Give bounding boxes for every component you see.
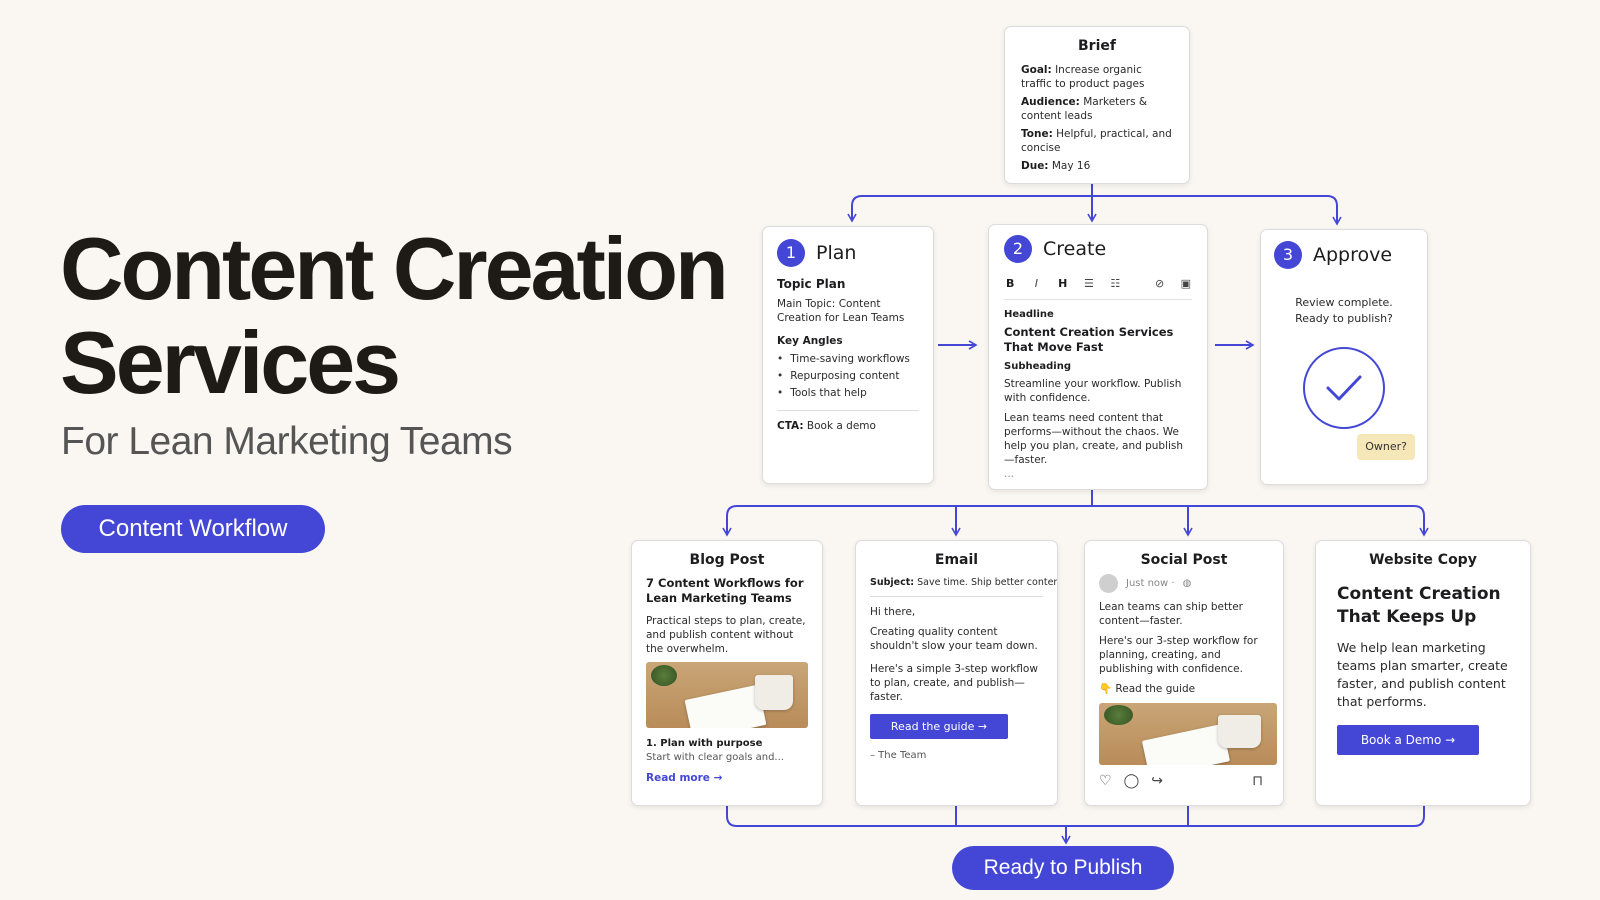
plan-header: 1 Plan (777, 239, 919, 267)
bullet-list-icon[interactable]: ☰ (1084, 277, 1094, 290)
plan-title: Plan (816, 242, 857, 264)
social-guide-text: 👇 Read the guide (1099, 683, 1196, 695)
page-title: Content Creation Services (60, 219, 729, 412)
blog-image (646, 662, 808, 728)
page-title-line2: Services (60, 313, 401, 412)
page-subtitle: For Lean Marketing Teams (61, 420, 513, 463)
create-header: 2 Create (1004, 235, 1192, 263)
social-image (1099, 703, 1277, 765)
create-card: 2 Create B I H ☰ ☷ ⊘ ▣ Headline Content … (988, 224, 1208, 490)
italic-icon[interactable]: I (1034, 277, 1039, 290)
headline-text: Content Creation Services That Move Fast (1004, 325, 1174, 354)
email-divider (870, 596, 1043, 597)
globe-icon: ◍ (1182, 577, 1192, 589)
social-meta: Just now · ◍ (1099, 574, 1269, 593)
email-title: Email (934, 552, 979, 568)
key-angles-heading: Key Angles (777, 335, 843, 347)
brief-goal: Goal: Increase organic traffic to produc… (1021, 64, 1145, 90)
plan-cta: CTA: Book a demo (777, 420, 876, 432)
create-body: Lean teams need content that performs—wi… (1004, 412, 1184, 466)
blog-summary: Practical steps to plan, create, and pub… (646, 615, 806, 655)
blog-item-heading: 1. Plan with purpose (646, 738, 763, 749)
editor-toolbar: B I H ☰ ☷ ⊘ ▣ (1004, 269, 1192, 300)
angle-item: Repurposing content (777, 369, 919, 383)
checkmark-icon (1326, 375, 1362, 401)
approve-title: Approve (1313, 244, 1393, 266)
topic-plan-heading: Topic Plan (777, 277, 846, 291)
website-headline: Content Creation That Keeps Up (1337, 584, 1501, 627)
step-3-badge: 3 (1274, 241, 1302, 269)
brief-card: Brief Goal: Increase organic traffic to … (1004, 26, 1190, 184)
brief-due: Due: May 16 (1021, 160, 1091, 172)
subheading-text: Streamline your workflow. Publish with c… (1004, 378, 1182, 404)
key-angles-list: Time-saving workflows Repurposing conten… (777, 352, 919, 400)
plan-divider (777, 410, 919, 411)
social-post-text1: Lean teams can ship better content—faste… (1099, 601, 1243, 627)
link-icon[interactable]: ⊘ (1154, 277, 1165, 290)
website-copy-card: Website Copy Content Creation That Keeps… (1315, 540, 1531, 806)
publish-connector-bus (726, 806, 1425, 827)
outputs-connector-bus (726, 505, 1425, 526)
create-title: Create (1043, 238, 1107, 260)
bold-icon[interactable]: B (1005, 277, 1015, 290)
website-copy-title: Website Copy (1369, 552, 1477, 568)
blog-headline: 7 Content Workflows for Lean Marketing T… (646, 576, 804, 605)
page-title-line1: Content Creation (60, 219, 729, 318)
email-signoff: – The Team (870, 750, 927, 761)
email-greeting: Hi there, (870, 606, 916, 618)
main-topic: Main Topic: Content Creation for Lean Te… (777, 298, 905, 324)
heart-icon[interactable]: ♡ (1099, 773, 1112, 789)
owner-badge[interactable]: Owner? (1357, 434, 1415, 460)
email-subject: Subject: Save time. Ship better content. (870, 577, 1058, 588)
ready-to-publish-pill: Ready to Publish (952, 846, 1174, 890)
share-icon[interactable]: ↪ (1151, 773, 1163, 789)
read-guide-button[interactable]: Read the guide → (870, 714, 1008, 739)
content-workflow-pill: Content Workflow (61, 505, 325, 553)
numbered-list-icon[interactable]: ☷ (1110, 277, 1121, 290)
email-para1: Creating quality content shouldn't slow … (870, 626, 1038, 652)
create-ellipsis: ... (1004, 468, 1015, 480)
approve-message: Review complete. Ready to publish? (1295, 296, 1393, 325)
approve-header: 3 Approve (1274, 241, 1414, 269)
plan-card: 1 Plan Topic Plan Main Topic: Content Cr… (762, 226, 934, 484)
image-icon[interactable]: ▣ (1180, 277, 1192, 290)
step-1-badge: 1 (777, 239, 805, 267)
angle-item: Time-saving workflows (777, 352, 919, 366)
blog-post-title: Blog Post (689, 552, 765, 568)
social-post-text2: Here's our 3-step workflow for planning,… (1099, 635, 1258, 675)
angle-item: Tools that help (777, 386, 919, 400)
website-body: We help lean marketing teams plan smarte… (1337, 640, 1508, 709)
brief-audience: Audience: Marketers & content leads (1021, 96, 1148, 122)
approve-card: 3 Approve Review complete. Ready to publ… (1260, 229, 1428, 485)
step-2-badge: 2 (1004, 235, 1032, 263)
brief-connector-bus (851, 195, 1338, 218)
email-para2: Here's a simple 3-step workflow to plan,… (870, 663, 1038, 703)
book-demo-button[interactable]: Book a Demo → (1337, 725, 1479, 755)
subheading-label: Subheading (1004, 361, 1071, 372)
social-post-title: Social Post (1140, 552, 1228, 568)
email-card: Email Subject: Save time. Ship better co… (855, 540, 1058, 806)
brief-title: Brief (1078, 38, 1116, 54)
avatar (1099, 574, 1118, 593)
social-post-card: Social Post Just now · ◍ Lean teams can … (1084, 540, 1284, 806)
read-more-link[interactable]: Read more → (646, 772, 723, 784)
social-actions: ♡ ◯ ↪ ⊓ (1099, 774, 1269, 788)
blog-post-card: Blog Post 7 Content Workflows for Lean M… (631, 540, 823, 806)
heading-icon[interactable]: H (1058, 277, 1068, 290)
post-time: Just now · (1126, 577, 1175, 589)
blog-item-text: Start with clear goals and... (646, 752, 784, 763)
bookmark-icon[interactable]: ⊓ (1252, 773, 1263, 789)
comment-icon[interactable]: ◯ (1123, 773, 1140, 789)
brief-tone: Tone: Helpful, practical, and concise (1021, 128, 1172, 154)
headline-label: Headline (1004, 309, 1054, 320)
approval-circle (1303, 347, 1385, 429)
